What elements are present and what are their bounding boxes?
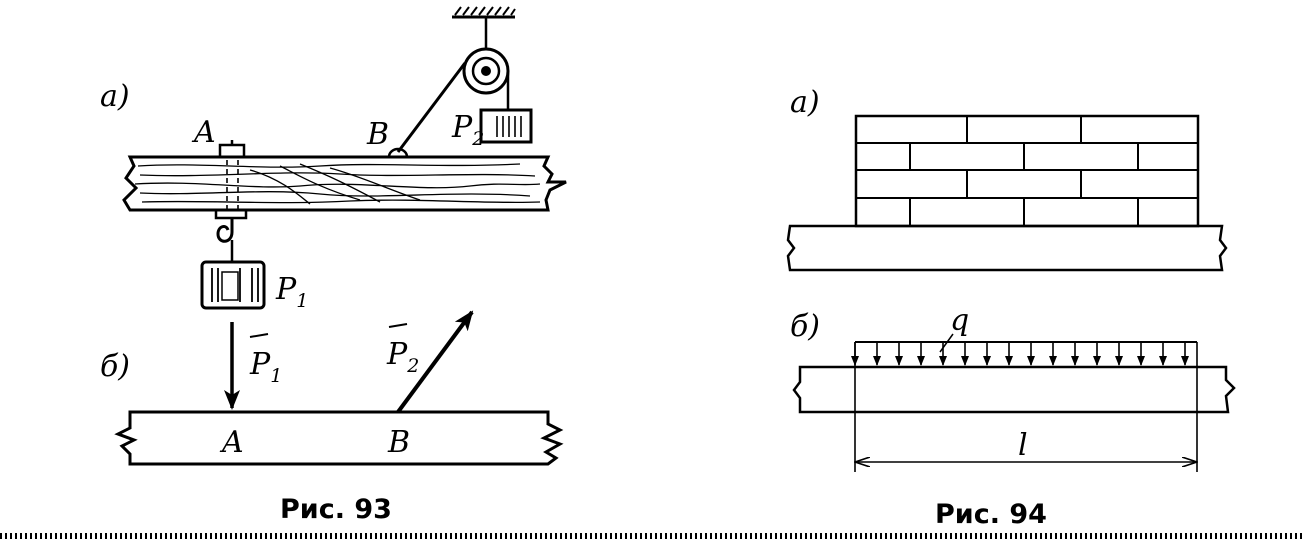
wall-beam: [786, 224, 1228, 272]
fig94-part-a: а): [786, 85, 1228, 272]
hook: [216, 218, 234, 243]
fig94-part-b: б) q: [790, 303, 1236, 472]
fig94-part-b-label: б): [790, 309, 820, 344]
figure-93: а) P2 A B: [100, 6, 567, 525]
schematic-beam: [114, 410, 564, 466]
figure-94: а): [786, 85, 1236, 530]
weight-p1: [200, 260, 266, 310]
force-p2-vector-bar: [388, 323, 408, 328]
force-p1-vector-bar: [249, 333, 269, 338]
load-q-label: q: [950, 303, 969, 338]
weight-p2-label: P2: [451, 110, 484, 150]
load-beam: [792, 365, 1236, 414]
point-a-top-label: A: [191, 115, 216, 150]
rope-to-pulley: [396, 62, 467, 153]
knob-at-b: [387, 147, 409, 158]
pulley: [462, 17, 510, 95]
point-b-top-label: B: [366, 117, 389, 152]
fig94-caption: Рис. 94: [935, 499, 1047, 530]
weight-p2: [479, 108, 533, 144]
distributed-load-arrows: [851, 342, 1189, 366]
ceiling-support: [452, 6, 516, 19]
wooden-beam: [122, 155, 567, 212]
fig93-part-a-label: а): [100, 79, 130, 114]
point-a-bottom-label: A: [219, 425, 244, 460]
span-l-label: l: [1018, 428, 1028, 463]
load-q-leader: [939, 333, 954, 353]
force-p2-arrow: [396, 310, 474, 414]
fig93-part-a: а) P2 A B: [100, 6, 567, 312]
point-b-bottom-label: B: [387, 425, 410, 460]
fig94-part-a-label: а): [790, 85, 820, 120]
fig93-part-b: б) P1 P2 A B: [100, 310, 564, 466]
force-p1-label: P1: [249, 347, 282, 387]
weight-p1-label: P1: [275, 272, 308, 312]
fig93-part-b-label: б): [100, 349, 130, 384]
fig93-caption: Рис. 93: [280, 494, 392, 525]
bolt-at-a: [214, 140, 248, 220]
force-p2-label: P2: [386, 337, 419, 377]
brick-wall: [854, 114, 1200, 228]
